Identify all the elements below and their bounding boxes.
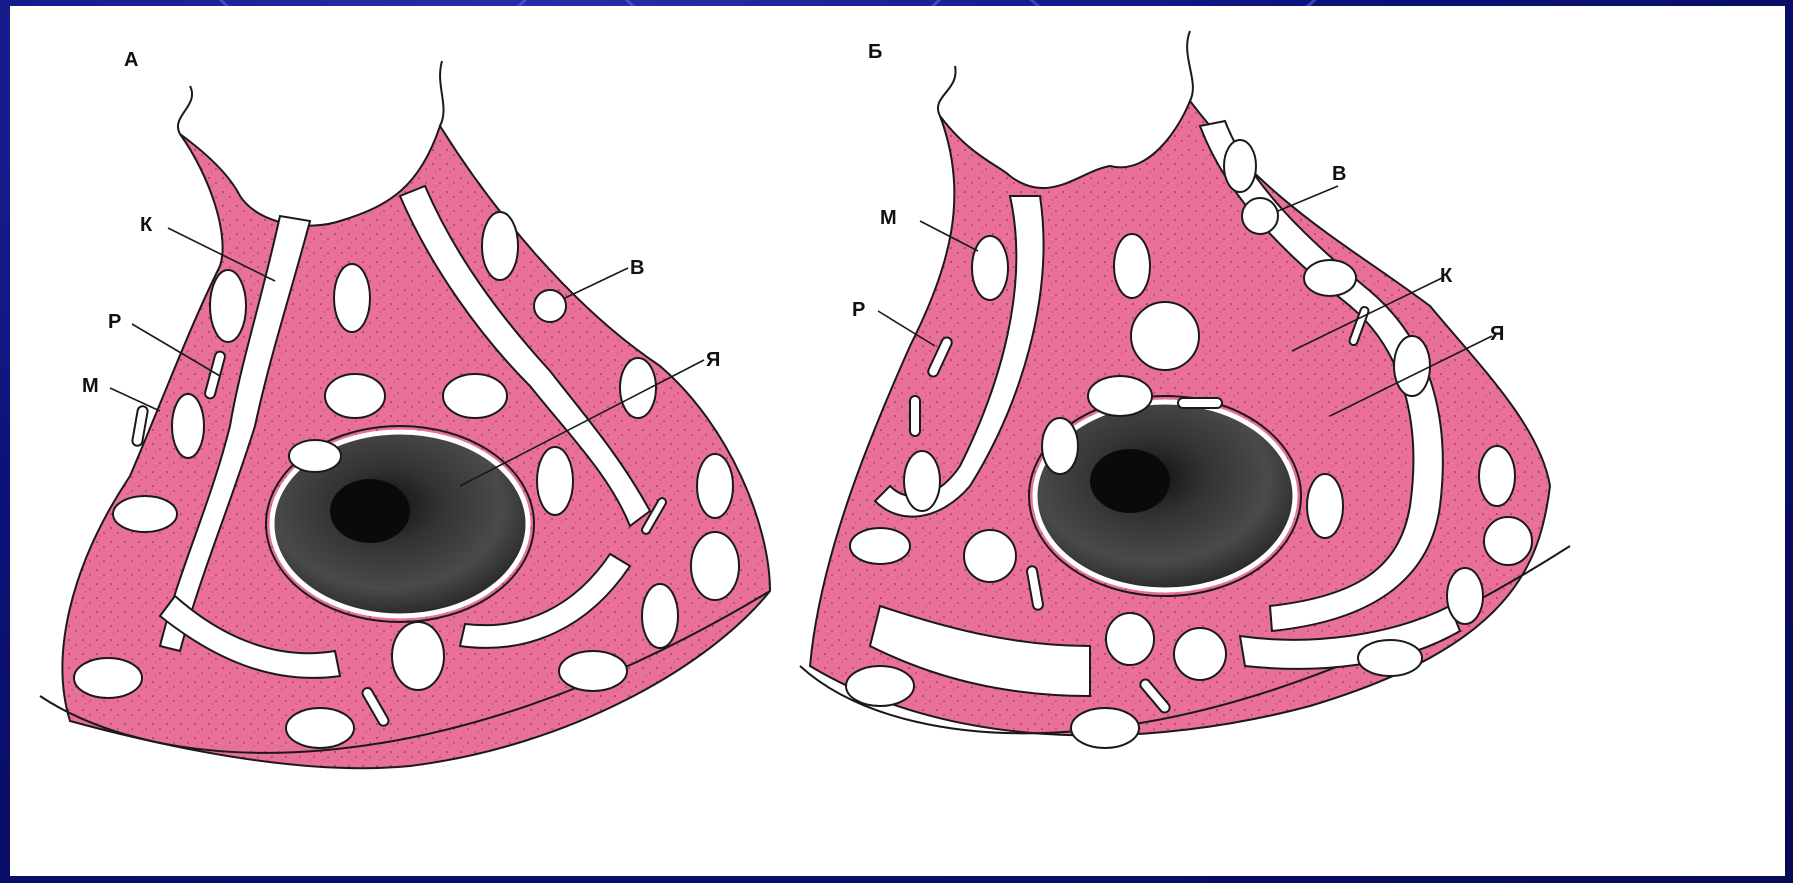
label-v-b: В [1332, 163, 1346, 185]
label-r-b: Р [852, 299, 865, 321]
vacuole-a [534, 290, 566, 322]
label-ya-a: Я [706, 349, 720, 371]
label-m-a: М [82, 375, 99, 397]
label-k-b: К [1440, 265, 1453, 287]
cell-diagram: А К Р М В Я Б М Р В К Я [10, 6, 1785, 876]
panel-b-title: Б [868, 41, 882, 63]
label-r-a: Р [108, 311, 121, 333]
panel-a-title: А [124, 49, 138, 71]
cell-b [800, 31, 1570, 748]
label-ya-b: Я [1490, 323, 1504, 345]
label-v-a: В [630, 257, 644, 279]
cell-a [40, 61, 770, 768]
figure-panel: А К Р М В Я Б М Р В К Я [10, 6, 1785, 876]
label-k-a: К [140, 214, 153, 236]
label-m-b: М [880, 207, 897, 229]
